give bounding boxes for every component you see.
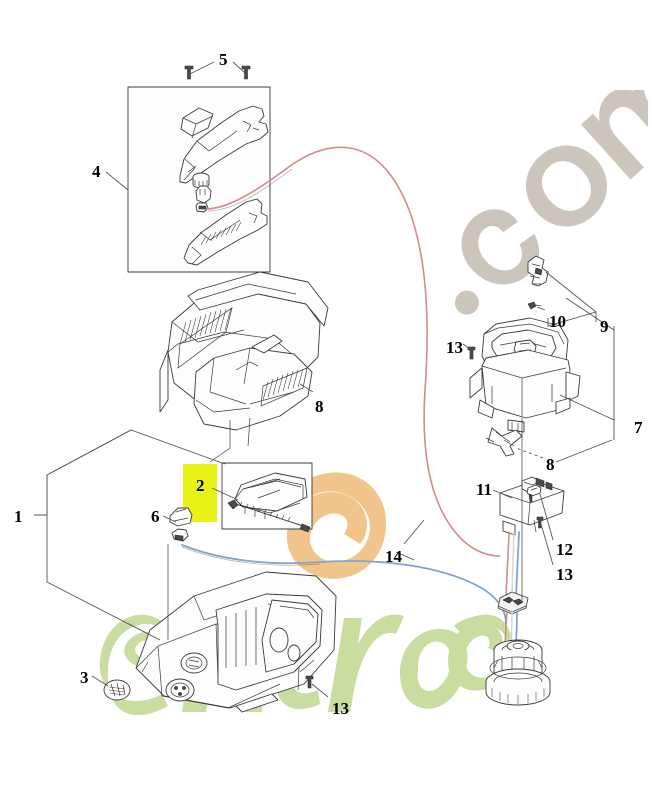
leader-10 bbox=[536, 306, 546, 311]
callout-12: 12 bbox=[556, 540, 573, 559]
part-6-switch-button bbox=[169, 507, 193, 542]
part-3-badge bbox=[103, 679, 131, 701]
leader-4 bbox=[105, 171, 129, 191]
leader-5b bbox=[232, 61, 247, 75]
part-9-clip-bracket bbox=[527, 255, 549, 287]
callout-3: 3 bbox=[80, 668, 89, 687]
callout-13-housing: 13 bbox=[446, 338, 463, 357]
lower-handle-grip bbox=[183, 198, 268, 266]
callout-4: 4 bbox=[92, 162, 101, 181]
part-2-detail-box bbox=[221, 462, 313, 533]
red-cable-upper bbox=[206, 146, 501, 557]
part-8-small-bracket bbox=[485, 427, 523, 457]
callout-13-module: 13 bbox=[556, 565, 573, 584]
leader-1 bbox=[34, 429, 226, 516]
part-14-blue-cable bbox=[181, 544, 507, 625]
part-10-screw bbox=[527, 301, 542, 310]
callout-13-base: 13 bbox=[332, 699, 349, 718]
leader-3 bbox=[91, 675, 109, 687]
callout-8-cover: 8 bbox=[315, 397, 324, 416]
leader-2 bbox=[211, 487, 239, 501]
upper-handle bbox=[179, 105, 269, 184]
callout-8-bracket: 8 bbox=[546, 455, 555, 474]
leader-13b bbox=[540, 523, 554, 566]
callout-10: 10 bbox=[549, 312, 566, 331]
leader-14 bbox=[395, 551, 415, 561]
callout-6: 6 bbox=[151, 507, 160, 526]
motor-fan-assembly bbox=[485, 639, 551, 706]
leader-13c bbox=[311, 683, 329, 698]
part-13-screw-c bbox=[305, 675, 314, 689]
module-red-wire bbox=[505, 531, 510, 605]
leader-13a bbox=[462, 343, 472, 351]
callout-11: 11 bbox=[476, 480, 493, 499]
callout-14: 14 bbox=[385, 547, 402, 566]
callout-5: 5 bbox=[219, 50, 228, 69]
callout-9: 9 bbox=[600, 317, 609, 336]
leader-8a bbox=[299, 383, 314, 393]
part-1-main-base-body bbox=[135, 571, 337, 713]
part-13-screw-b bbox=[536, 516, 544, 529]
bushing-part bbox=[192, 172, 210, 189]
callout-2: 2 bbox=[196, 476, 205, 495]
leader-6 bbox=[162, 515, 177, 523]
callout-7: 7 bbox=[634, 418, 643, 437]
callout-1: 1 bbox=[14, 507, 23, 526]
part-5-screws bbox=[184, 65, 251, 80]
leader-9 bbox=[547, 311, 597, 327]
leader-12 bbox=[539, 493, 554, 541]
part-12-terminal bbox=[526, 484, 542, 503]
module-blue-wire bbox=[515, 531, 520, 605]
part-11-control-module bbox=[499, 476, 565, 536]
leader-11 bbox=[492, 489, 513, 499]
part-13-screw-a bbox=[467, 346, 476, 360]
part-8-cover-shell bbox=[159, 271, 329, 463]
part-7-motor-housing bbox=[469, 317, 581, 433]
wire-connector-block bbox=[497, 591, 529, 615]
leader-5a bbox=[189, 61, 215, 75]
trigger-switch bbox=[195, 185, 212, 213]
handle-cap-piece bbox=[180, 107, 214, 139]
leader-8b bbox=[515, 447, 544, 459]
